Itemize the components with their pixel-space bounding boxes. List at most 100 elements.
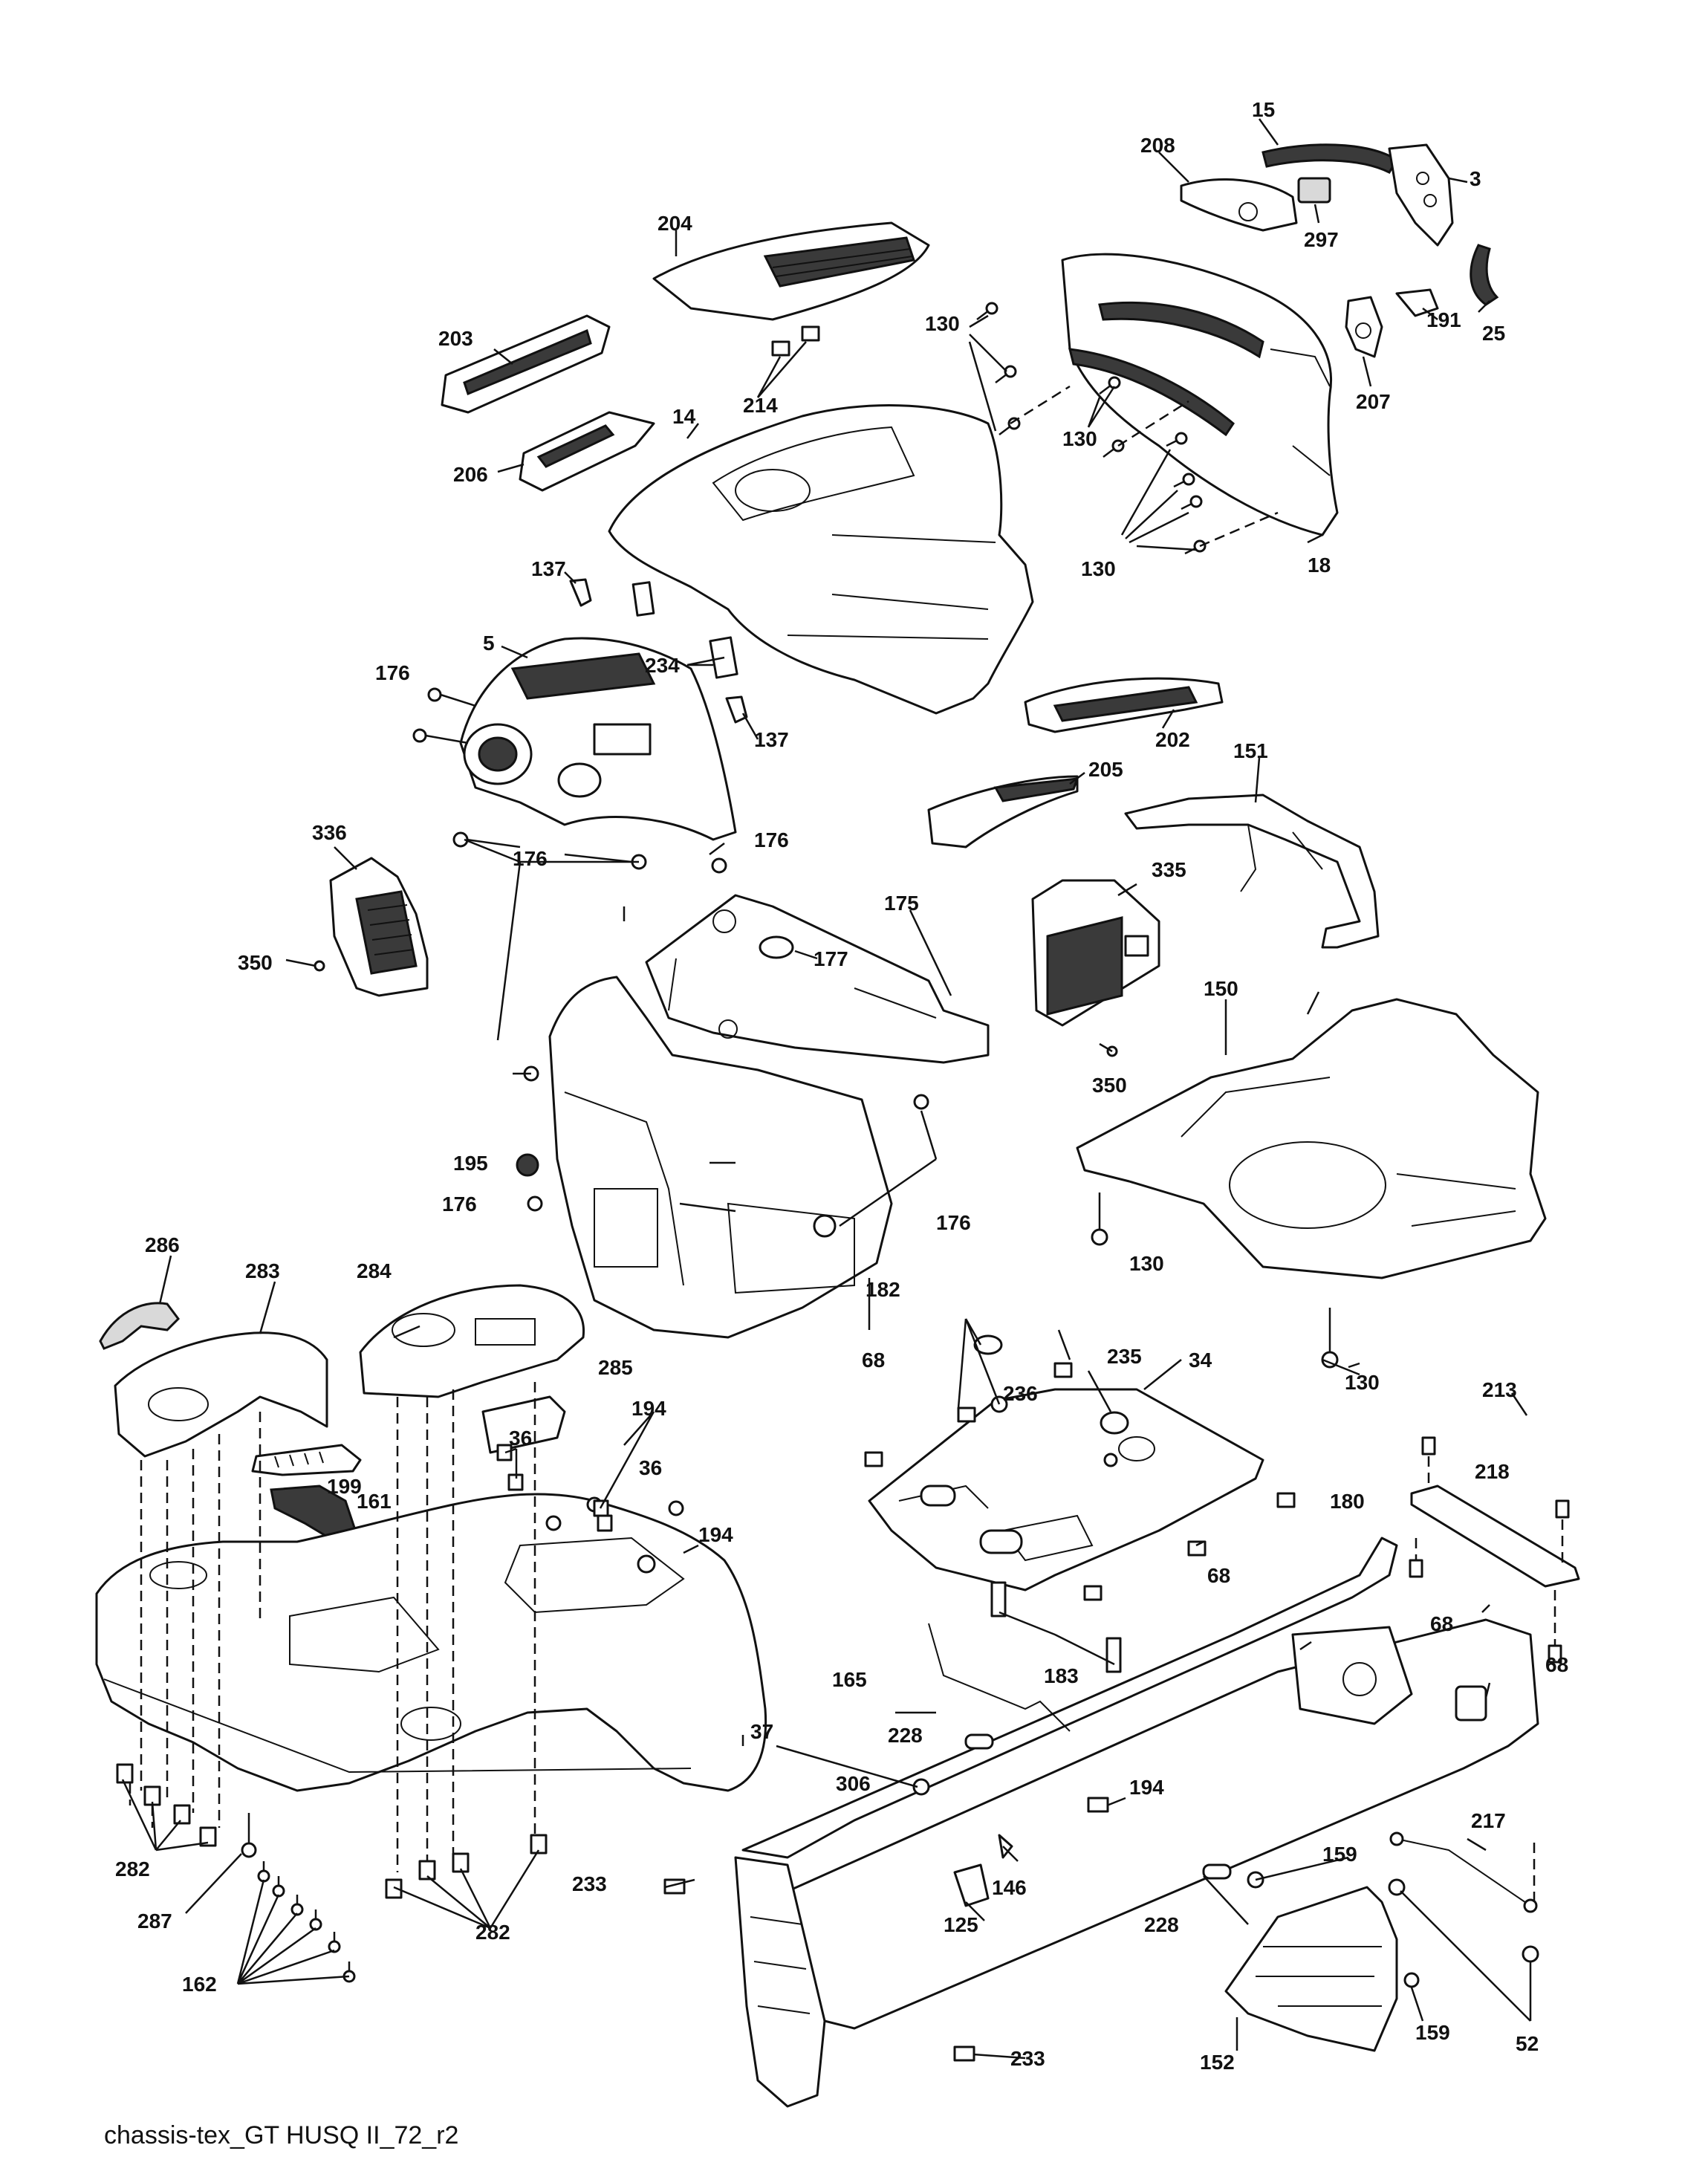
part-283-fender	[114, 1331, 328, 1458]
screws-176-upper	[412, 687, 727, 874]
part-297-clip	[1297, 177, 1331, 204]
callout-152: 152	[1200, 2051, 1235, 2074]
part-286-cap	[99, 1302, 180, 1350]
callout-3: 3	[1470, 167, 1481, 190]
callout-213: 213	[1482, 1378, 1517, 1401]
callout-165: 165	[832, 1668, 867, 1691]
callout-labels: 15 208 3 297 204 25 191 207 203 214 130 …	[115, 98, 1568, 2074]
callout-176-a: 176	[375, 661, 410, 684]
part-207-switch	[1345, 296, 1383, 358]
part-228-pin	[964, 1733, 994, 1750]
callout-284: 284	[357, 1259, 392, 1282]
callout-204: 204	[657, 212, 692, 235]
callout-206: 206	[453, 463, 488, 486]
frame-rail	[779, 1618, 1539, 2030]
callout-137-a: 137	[531, 557, 566, 580]
callout-199: 199	[327, 1475, 362, 1498]
leader-lines	[121, 118, 1532, 2060]
callout-217: 217	[1471, 1809, 1506, 1832]
callout-282-b: 282	[475, 1921, 510, 1944]
part-3-panel	[1388, 143, 1454, 247]
callout-306: 306	[836, 1772, 871, 1795]
callout-194-b: 194	[698, 1523, 733, 1546]
callout-286: 286	[145, 1233, 180, 1256]
part-285-trim	[481, 1395, 566, 1454]
part-165-rod	[928, 1623, 1071, 1732]
callout-228-b: 228	[1144, 1913, 1179, 1936]
callout-194-c: 194	[1129, 1776, 1164, 1799]
callout-151: 151	[1233, 739, 1268, 762]
part-206-grille	[519, 411, 655, 492]
callout-285: 285	[598, 1356, 633, 1379]
callout-176-b: 176	[754, 828, 789, 851]
callout-182: 182	[866, 1278, 900, 1301]
callout-282-a: 282	[115, 1857, 150, 1881]
callout-125: 125	[944, 1913, 978, 1936]
part-25-bracket	[1470, 244, 1499, 306]
callout-130-d: 130	[1129, 1252, 1164, 1275]
callout-68-d: 68	[1545, 1653, 1568, 1676]
part-152-guard	[1224, 1886, 1398, 2052]
part-182-console	[548, 976, 893, 1339]
callout-287: 287	[137, 1909, 172, 1933]
part-137-clip	[569, 578, 592, 607]
part-234-pad	[631, 581, 655, 617]
part-18-bumper	[1061, 253, 1339, 536]
callout-214: 214	[743, 394, 778, 417]
callout-183: 183	[1044, 1664, 1079, 1687]
callout-233-a: 233	[572, 1872, 607, 1895]
callout-36-a: 36	[509, 1427, 532, 1450]
callout-175: 175	[884, 892, 919, 915]
callout-18: 18	[1308, 554, 1331, 577]
callout-15: 15	[1252, 98, 1275, 121]
clips-282	[116, 1763, 548, 1899]
callout-14: 14	[672, 405, 696, 428]
callout-146: 146	[992, 1876, 1027, 1899]
part-34-plate	[868, 1388, 1264, 1591]
callout-350-a: 350	[238, 951, 273, 974]
callout-233-b: 233	[1010, 2047, 1045, 2070]
callout-350-b: 350	[1092, 1074, 1127, 1097]
part-180-frame	[741, 1537, 1398, 1859]
callout-228-a: 228	[888, 1724, 923, 1747]
part-191-knob	[1395, 288, 1439, 317]
part-284-cover	[359, 1284, 585, 1398]
callout-159-b: 159	[1415, 2021, 1450, 2044]
part-175-plate	[645, 894, 990, 1064]
callout-207: 207	[1356, 390, 1391, 413]
part-218-bracket	[1410, 1485, 1580, 1588]
callout-52: 52	[1516, 2032, 1539, 2055]
callout-180: 180	[1330, 1490, 1365, 1513]
callout-150: 150	[1204, 977, 1238, 1000]
callout-203: 203	[438, 327, 473, 350]
callout-234: 234	[645, 654, 680, 677]
callout-177: 177	[814, 947, 848, 970]
part-37-main-fender	[95, 1493, 767, 1792]
callout-130-e: 130	[1345, 1371, 1380, 1394]
callout-205: 205	[1088, 758, 1123, 781]
callout-37: 37	[750, 1720, 773, 1743]
part-214-clip	[771, 340, 790, 357]
callout-130-a: 130	[925, 312, 960, 335]
callout-36-b: 36	[639, 1456, 662, 1479]
callout-159-a: 159	[1322, 1843, 1357, 1866]
callout-235: 235	[1107, 1345, 1142, 1368]
callout-218: 218	[1475, 1460, 1510, 1483]
callout-297: 297	[1304, 228, 1339, 251]
callout-236: 236	[1003, 1382, 1038, 1405]
callout-25: 25	[1482, 322, 1505, 345]
callout-162: 162	[182, 1973, 217, 1996]
callout-68-b: 68	[1207, 1564, 1230, 1587]
callout-130-c: 130	[1081, 557, 1116, 580]
part-208-cover	[1180, 178, 1298, 232]
part-217-rod	[1396, 1838, 1531, 1907]
callout-68-c: 68	[1430, 1612, 1453, 1635]
part-150-floor-pan	[1076, 998, 1547, 1279]
callout-176-c: 176	[513, 847, 548, 870]
callout-195: 195	[453, 1152, 488, 1175]
callout-283: 283	[245, 1259, 280, 1282]
callout-130-b: 130	[1062, 427, 1097, 450]
callout-335: 335	[1152, 858, 1186, 881]
callout-161: 161	[357, 1490, 392, 1513]
callout-34: 34	[1189, 1349, 1212, 1372]
